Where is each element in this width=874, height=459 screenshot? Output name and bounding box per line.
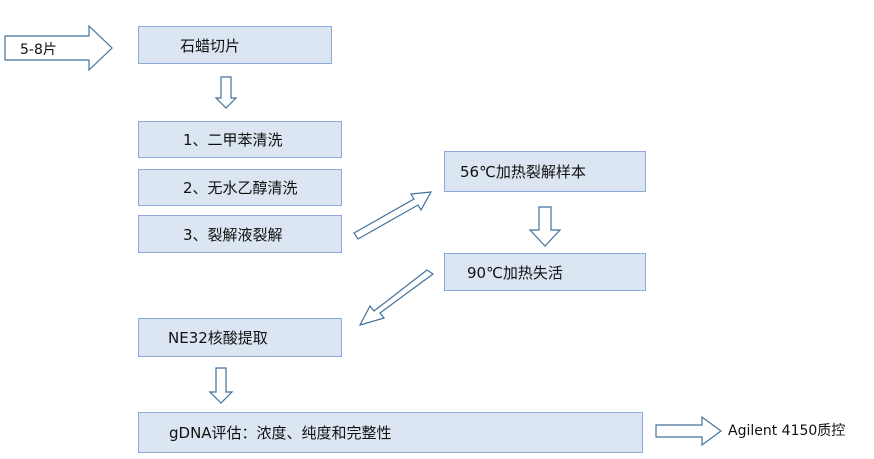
down-arrow-2 xyxy=(528,206,562,247)
paraffin-section-label: 石蜡切片 xyxy=(180,36,241,55)
qc-arrow xyxy=(655,415,723,447)
input-arrow xyxy=(4,24,113,72)
gdna-evaluation-box: gDNA评估：浓度、纯度和完整性 xyxy=(138,412,643,453)
ethanol-wash-label: 2、无水乙醇清洗 xyxy=(183,179,298,197)
heat-inactivation-box: 90℃加热失活 xyxy=(444,253,646,291)
xylene-wash-label: 1、二甲苯清洗 xyxy=(183,131,283,149)
lysis-buffer-label: 3、裂解液裂解 xyxy=(183,225,283,244)
down-arrow-1 xyxy=(214,76,238,109)
ne32-extraction-label: NE32核酸提取 xyxy=(168,329,268,347)
diagonal-arrow-down xyxy=(358,269,435,326)
heat-lysis-box: 56℃加热裂解样本 xyxy=(444,151,646,192)
lysis-buffer-box: 3、裂解液裂解 xyxy=(138,215,342,253)
ne32-extraction-box: NE32核酸提取 xyxy=(138,318,342,357)
heat-inactivation-label: 90℃加热失活 xyxy=(467,263,563,282)
ethanol-wash-box: 2、无水乙醇清洗 xyxy=(138,169,342,206)
down-arrow-3 xyxy=(208,367,234,404)
xylene-wash-box: 1、二甲苯清洗 xyxy=(138,121,342,158)
heat-lysis-label: 56℃加热裂解样本 xyxy=(460,163,586,181)
diagonal-arrow-up xyxy=(353,191,433,240)
agilent-qc-label: Agilent 4150质控 xyxy=(728,423,846,439)
gdna-evaluation-label: gDNA评估：浓度、纯度和完整性 xyxy=(169,424,392,442)
paraffin-section-box: 石蜡切片 xyxy=(138,26,332,64)
input-label: 5-8片 xyxy=(20,42,57,58)
